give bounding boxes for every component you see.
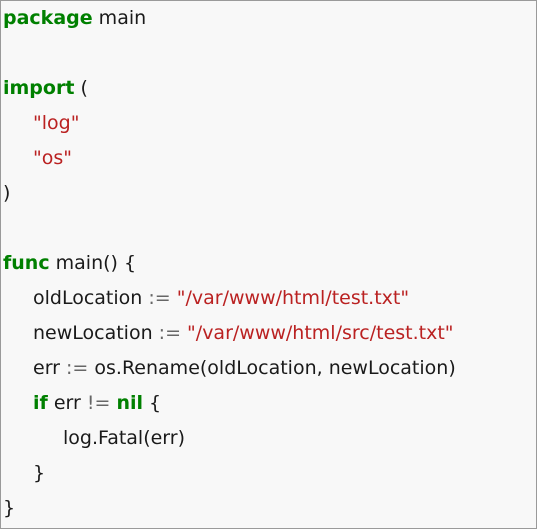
code-line (3, 36, 456, 71)
code-line: } (3, 456, 456, 491)
code-token: ( (74, 77, 88, 99)
code-token: err (33, 357, 67, 379)
code-token: { (143, 392, 162, 414)
code-line: import ( (3, 71, 456, 106)
code-line: log.Fatal(err) (3, 421, 456, 456)
code-token: } (33, 462, 46, 484)
keyword-token: if (33, 392, 48, 414)
code-token: newLocation (33, 322, 159, 344)
code-line: newLocation := "/var/www/html/src/test.t… (3, 316, 456, 351)
code-token: main() { (49, 252, 137, 274)
code-line: oldLocation := "/var/www/html/test.txt" (3, 281, 456, 316)
keyword-token: package (3, 7, 93, 29)
operator-token: != (86, 392, 111, 414)
operator-token: := (148, 287, 171, 309)
code-token: main (92, 7, 147, 29)
keyword-token: import (3, 77, 75, 99)
string-token: "log" (33, 112, 80, 134)
code-token: oldLocation (33, 287, 149, 309)
code-token: } (3, 497, 16, 519)
code-line: func main() { (3, 246, 456, 281)
code-line: package main (3, 1, 456, 36)
keyword-token: func (3, 252, 50, 274)
code-listing: package main import ( "log" "os") func mai… (3, 1, 456, 526)
keyword-token: nil (116, 392, 143, 414)
string-token: "/var/www/html/test.txt" (176, 287, 410, 309)
code-line: err := os.Rename(oldLocation, newLocatio… (3, 351, 456, 386)
code-line: "log" (3, 106, 456, 141)
operator-token: := (158, 322, 181, 344)
code-line: } (3, 491, 456, 526)
string-token: "os" (33, 147, 73, 169)
operator-token: := (66, 357, 89, 379)
code-token: log.Fatal(err) (63, 427, 186, 449)
code-line: "os" (3, 141, 456, 176)
code-line (3, 211, 456, 246)
code-token: os.Rename(oldLocation, newLocation) (88, 357, 456, 379)
string-token: "/var/www/html/src/test.txt" (187, 322, 454, 344)
code-line: ) (3, 176, 456, 211)
code-token: err (47, 392, 87, 414)
code-line: if err != nil { (3, 386, 456, 421)
code-token: ) (3, 182, 11, 204)
